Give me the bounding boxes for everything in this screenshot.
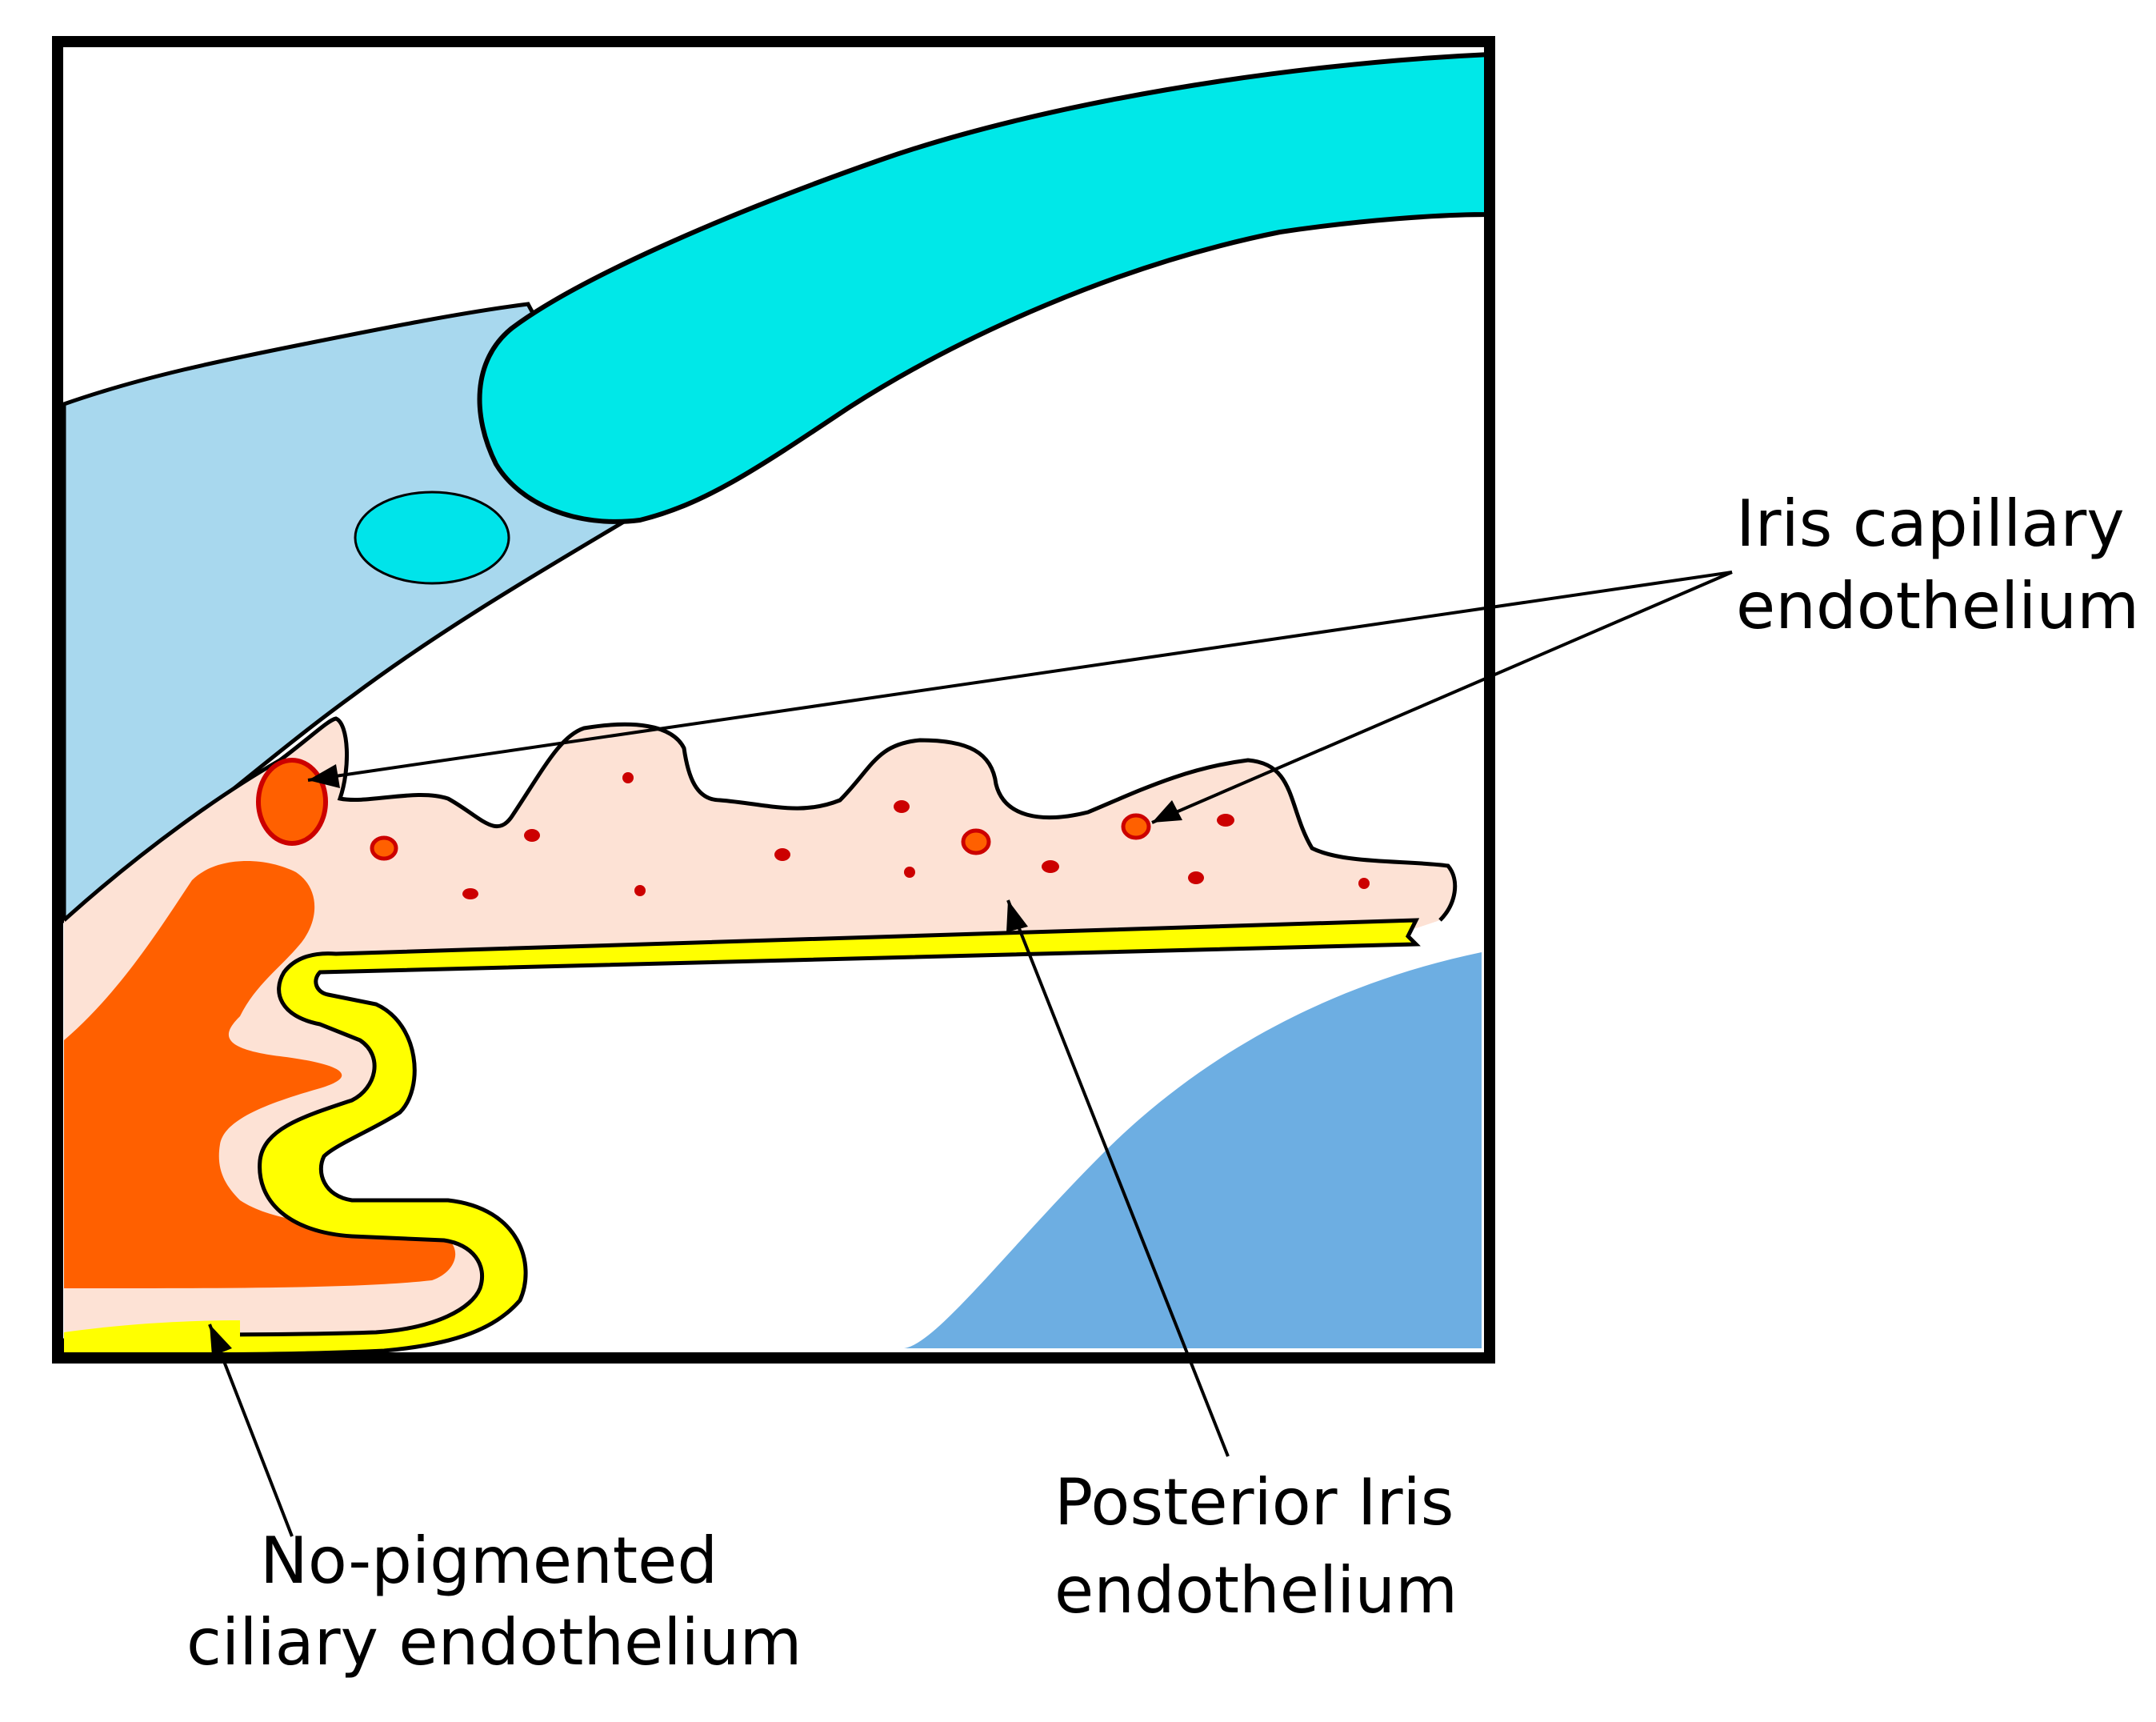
arrow-head-ciliary <box>210 1324 232 1356</box>
leader-line-ciliary <box>208 1324 294 1537</box>
capillary-ring <box>961 828 991 855</box>
arrow-heads <box>210 764 1182 1356</box>
capillary-dot <box>904 867 915 878</box>
label-iris-capillary-line2: endothelium <box>1736 569 2139 643</box>
ciliary-pigment-band-bottom <box>64 1320 240 1354</box>
frame-border <box>52 36 1495 1364</box>
cornea-band <box>477 51 1492 524</box>
leader-line-iris-capillary-2 <box>1151 571 1733 824</box>
lens-region <box>904 952 1482 1348</box>
label-ciliary-line2: ciliary endothelium <box>186 1605 802 1680</box>
label-posterior-iris-line1: Posterior Iris <box>1054 1465 1454 1540</box>
label-posterior-iris-line2: endothelium <box>1054 1553 1458 1628</box>
capillary-dot <box>774 848 790 861</box>
capillary-dot <box>1042 860 1059 873</box>
capillary-dot <box>622 772 634 783</box>
arrow-head-posterior-iris <box>1006 900 1028 932</box>
iris-anterior-surface-outline <box>62 716 1458 922</box>
capillary-ring <box>370 835 398 861</box>
ciliary-muscle-region <box>64 861 456 1288</box>
leader-line-posterior-iris <box>1006 899 1230 1457</box>
large-capillary-vessel <box>256 758 328 846</box>
label-ciliary-line1: No-pigmented <box>260 1524 718 1598</box>
iris-stroma-region <box>64 719 1455 1344</box>
capillary-dot <box>894 800 910 813</box>
arrow-head-iris-capillary-1 <box>308 764 340 788</box>
arrow-head-iris-capillary-2 <box>1152 800 1182 823</box>
capillary-ring <box>1121 813 1151 840</box>
capillary-dot <box>1188 871 1204 884</box>
leader-lines <box>208 571 1733 1537</box>
capillary-dot <box>634 885 646 896</box>
schlemm-canal-ellipse <box>354 491 510 585</box>
capillary-dot <box>1358 878 1370 889</box>
capillary-dot <box>462 888 478 899</box>
label-iris-capillary-line1: Iris capillary <box>1736 487 2125 561</box>
capillary-dot <box>1217 814 1234 827</box>
leader-line-iris-capillary-1 <box>307 571 1733 782</box>
capillary-dot <box>524 829 540 842</box>
